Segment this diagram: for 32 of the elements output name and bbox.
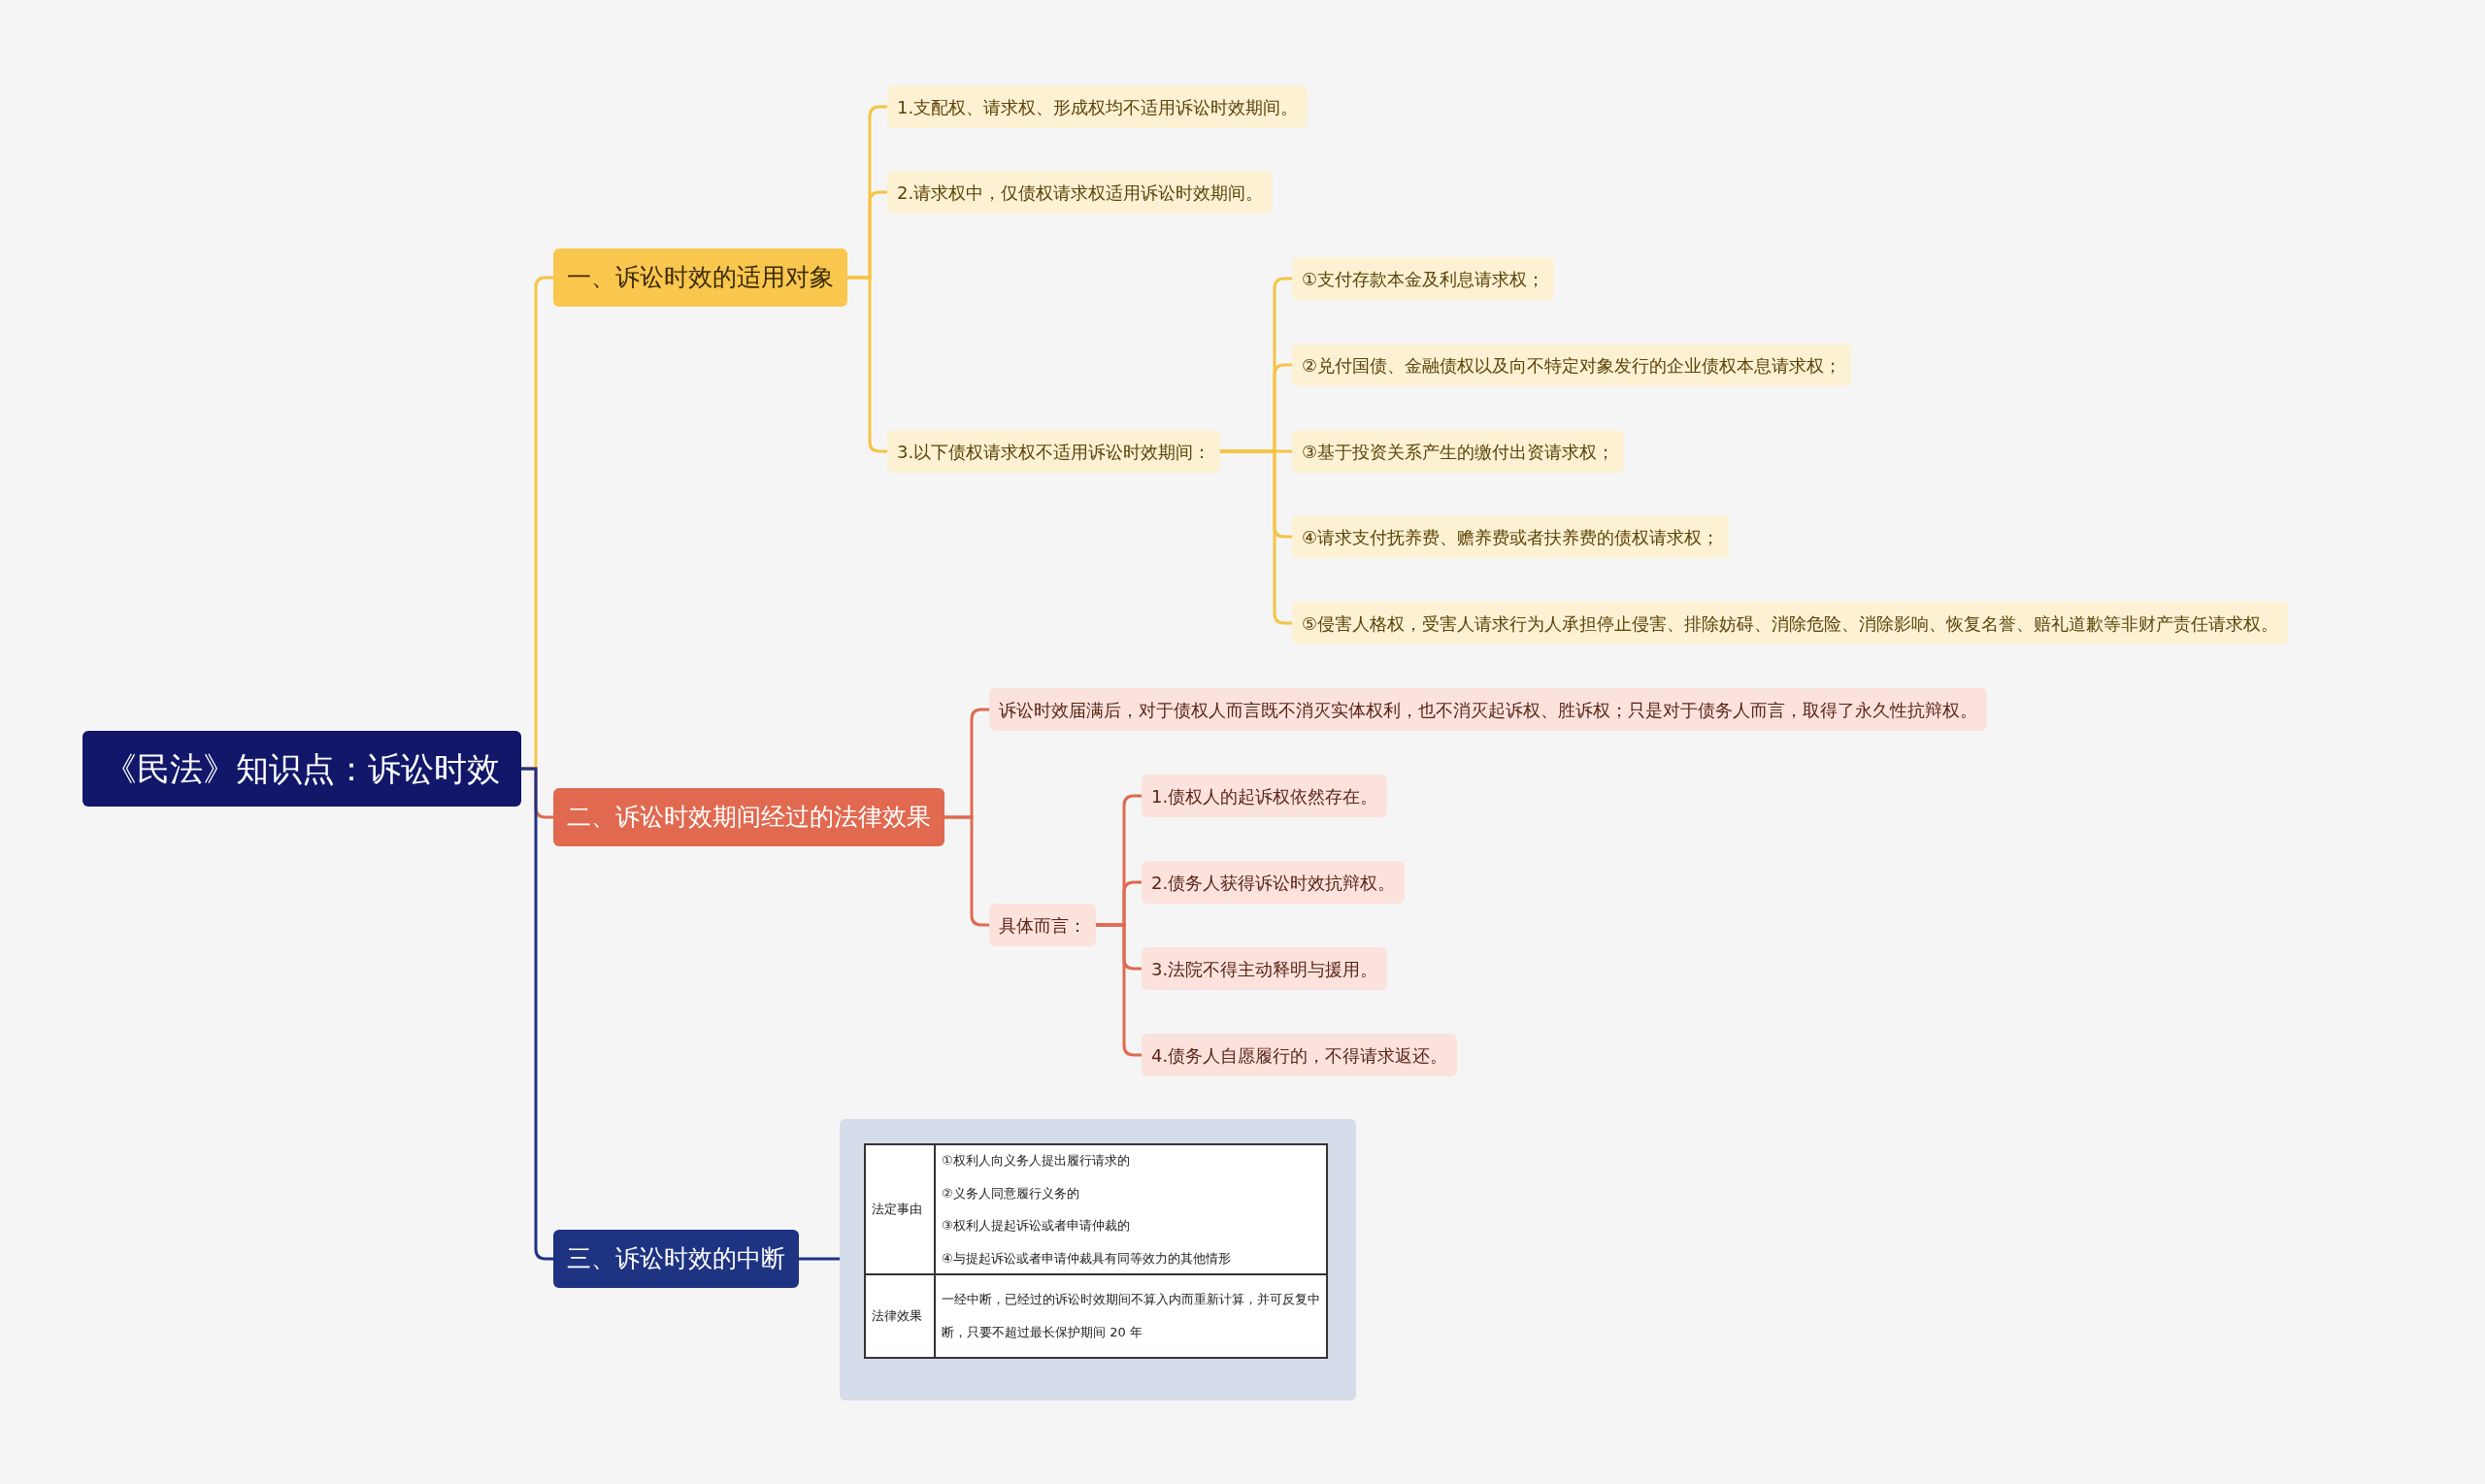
leaf-topic: 2.请求权中，仅债权请求权适用诉讼时效期间。 (887, 171, 1274, 214)
leaf-topic: 具体而言： (989, 904, 1096, 946)
table-cell-line: ③权利人提起诉讼或者申请仲裁的 (941, 1217, 1131, 1235)
leaf-topic: 3.以下债权请求权不适用诉讼时效期间： (887, 430, 1221, 473)
leaf-topic: 4.债务人自愿履行的，不得请求返还。 (1142, 1034, 1458, 1076)
branch-topic: 一、诉讼时效的适用对象 (553, 248, 847, 307)
leaf-topic: ②兑付国债、金融债权以及向不特定对象发行的企业债权本息请求权； (1292, 344, 1852, 386)
table-cell-line: ②义务人同意履行义务的 (941, 1184, 1080, 1203)
leaf-topic: 1.债权人的起诉权依然存在。 (1142, 775, 1388, 817)
branch-topic: 三、诉讼时效的中断 (553, 1230, 799, 1288)
leaf-topic: 2.债务人获得诉讼时效抗辩权。 (1142, 861, 1406, 904)
connector-line (521, 767, 553, 1261)
leaf-topic: 1.支配权、请求权、形成权均不适用诉讼时效期间。 (887, 85, 1309, 128)
table-panel (840, 1119, 1356, 1401)
leaf-topic: ④请求支付抚养费、赡养费或者扶养费的债权请求权； (1292, 515, 1730, 558)
table-cell: 一经中断，已经过的诉讼时效期间不算入内而重新计算，并可反复中断，只要不超过最长保护期间 20 年 (935, 1274, 1327, 1358)
connector-line (1220, 449, 1292, 625)
table-cell-line: ④与提起诉讼或者申请仲裁具有同等效力的其他情形 (941, 1249, 1232, 1268)
table-cell: 法定事由 (865, 1144, 935, 1274)
connector-line (944, 815, 989, 927)
leaf-topic: 诉讼时效届满后，对于债权人而言既不消灭实体权利，也不消灭起诉权、胜诉权；只是对于债务人而言，取得了永久性抗辩权。 (989, 688, 1987, 731)
connector-line (847, 276, 887, 453)
root-topic: 《民法》知识点：诉讼时效 (83, 731, 521, 807)
leaf-topic: 3.法院不得主动释明与援用。 (1142, 947, 1388, 990)
connector-line (799, 1257, 840, 1261)
table-cell: 法律效果 (865, 1274, 935, 1358)
leaf-topic: ⑤侵害人格权，受害人请求行为人承担停止侵害、排除妨碍、消除危险、消除影响、恢复名誉、赔礼道歉等非财产责任请求权。 (1292, 602, 2289, 644)
branch-topic: 二、诉讼时效期间经过的法律效果 (553, 788, 944, 846)
leaf-topic: ③基于投资关系产生的缴付出资请求权； (1292, 430, 1625, 473)
connector-line (1096, 923, 1142, 1057)
leaf-topic: ①支付存款本金及利息请求权； (1292, 257, 1555, 300)
table-cell-line: ①权利人向义务人提出履行请求的 (941, 1152, 1131, 1170)
